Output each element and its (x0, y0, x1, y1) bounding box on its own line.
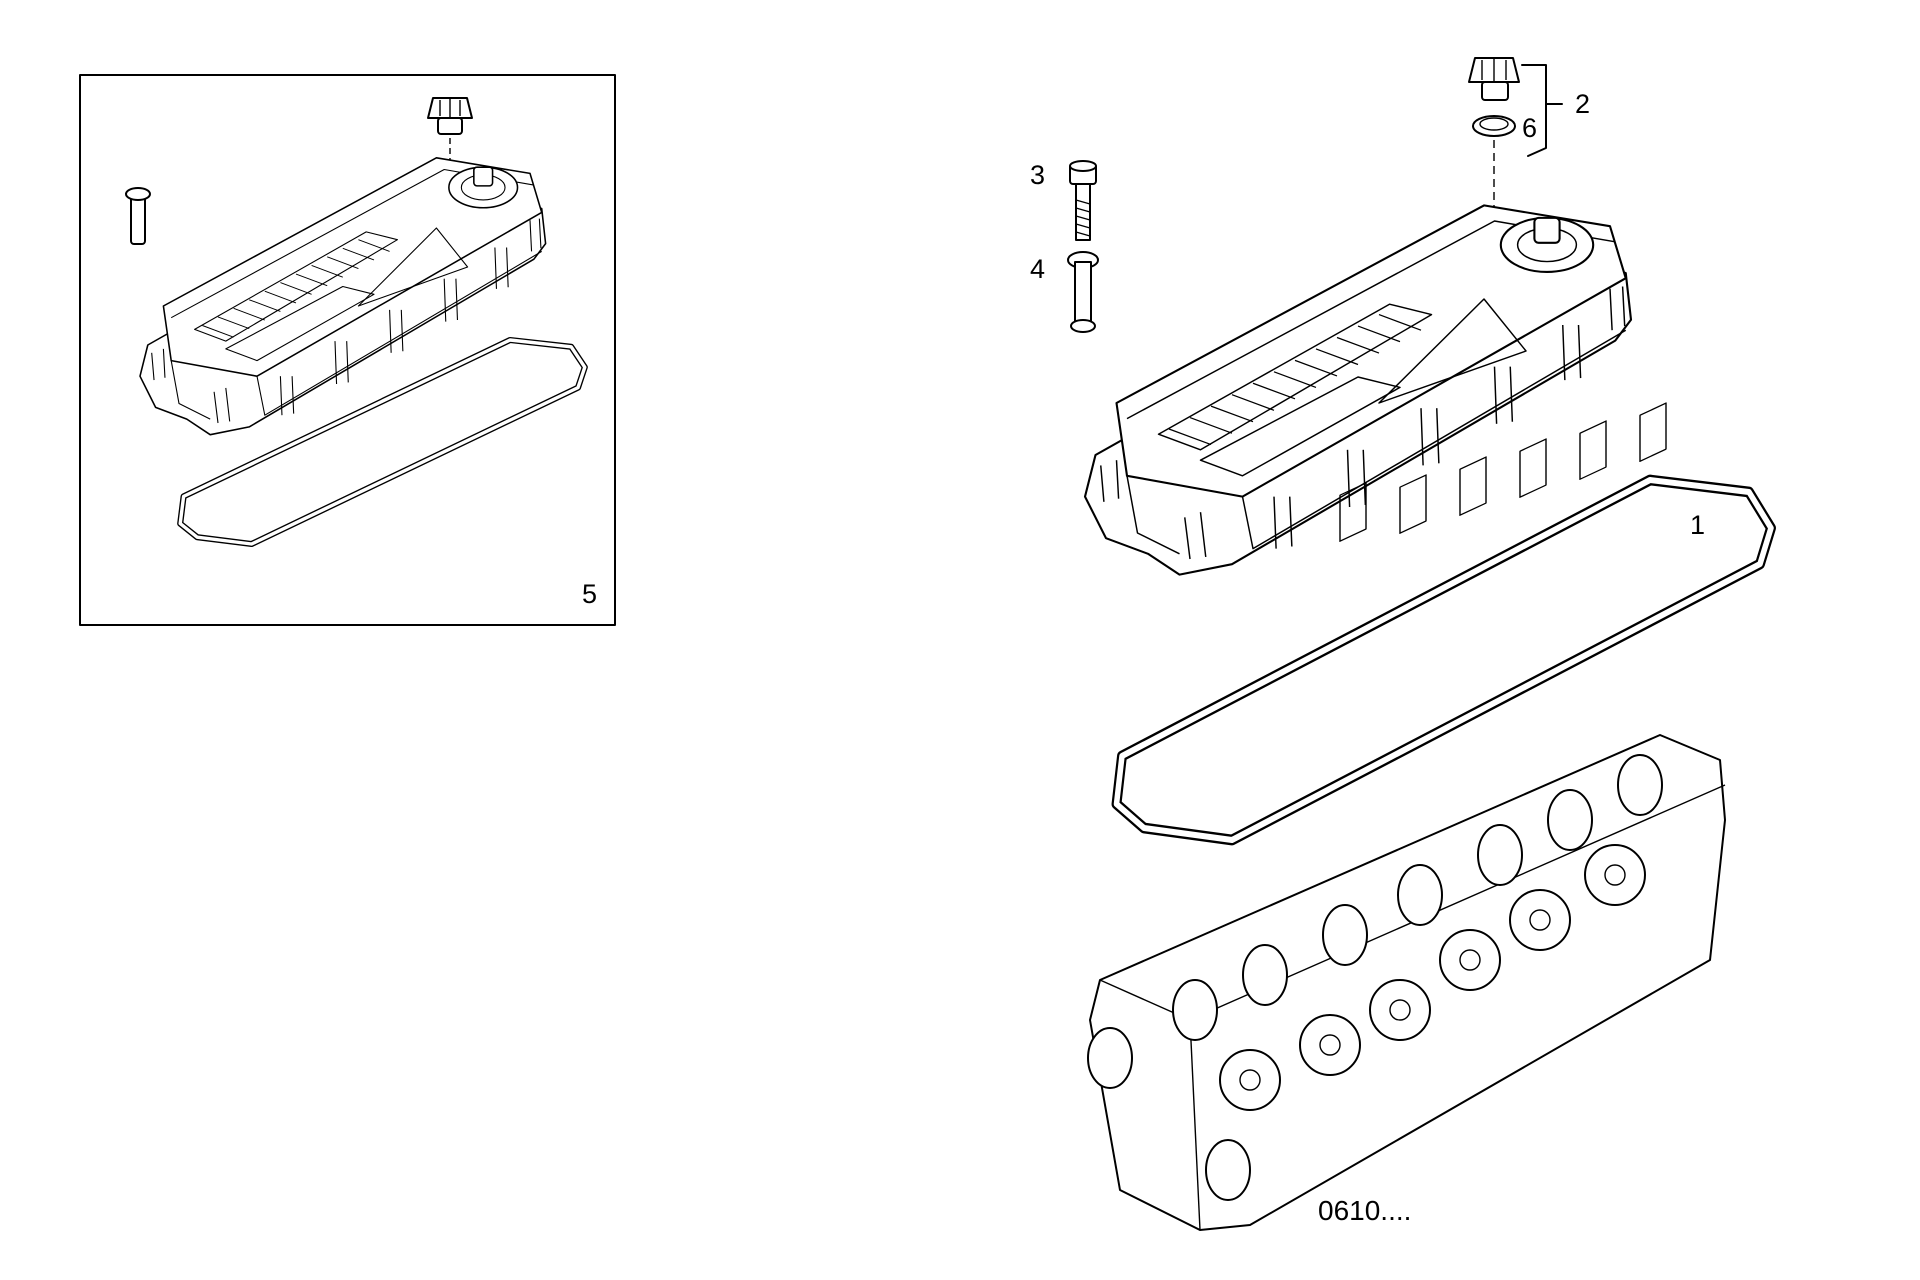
cylinder-head-side-panels (1339, 402, 1667, 542)
inset-screw-icon (125, 187, 151, 245)
callout-3: 3 (1030, 160, 1045, 190)
cylinder-head (1087, 402, 1726, 1231)
bolt-icon (1069, 160, 1097, 241)
inset-oil-cap-icon (427, 97, 473, 168)
seal-ring-icon (1472, 115, 1516, 137)
callout-6: 6 (1522, 113, 1537, 143)
valve-cover (1083, 204, 1633, 576)
callout-5: 5 (582, 579, 597, 609)
oil-filler-cap-icon (1468, 57, 1520, 101)
inset-valve-cover (139, 157, 547, 436)
cylinder-head-ports (1087, 754, 1663, 1201)
callout-bracket-2 (1521, 64, 1563, 157)
callout-2: 2 (1575, 89, 1590, 119)
inset-cover-ribs (202, 239, 390, 338)
callout-1: 1 (1690, 510, 1705, 540)
cylinder-head-valve-bosses (1219, 844, 1646, 1111)
drawing-reference-code: 0610.... (1318, 1195, 1411, 1226)
spacer-sleeve-icon (1067, 251, 1099, 333)
inset-kit-box: 5 (79, 74, 616, 626)
valve-cover-ribs (1168, 314, 1422, 446)
callout-4: 4 (1030, 254, 1045, 284)
